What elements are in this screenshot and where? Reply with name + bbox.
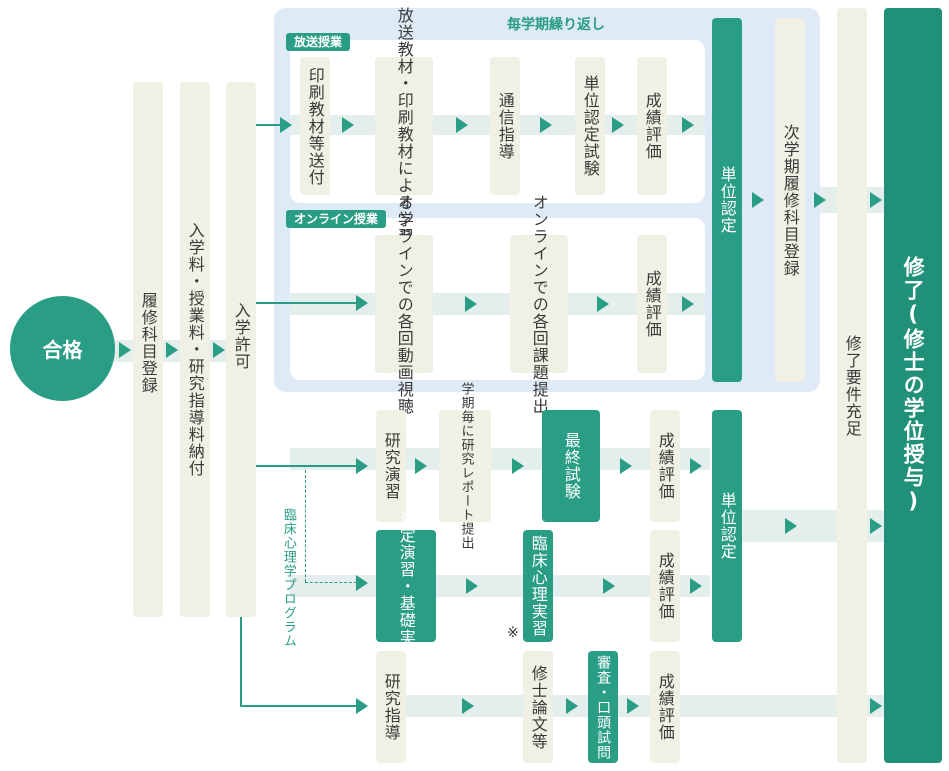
research-step-4: 成績評価: [650, 410, 680, 522]
thesis-step-4: 成績評価: [650, 651, 680, 763]
arrow-icon: [690, 458, 702, 474]
arrow-icon: [213, 342, 225, 358]
step-kyoka: 入学許可: [226, 82, 256, 617]
start-circle: 合格: [10, 296, 115, 401]
arrow-icon: [462, 698, 474, 714]
final-box: 修了(修士の学位授与): [884, 8, 942, 763]
thesis-step-3: 審査・口頭試問: [588, 651, 618, 763]
arrow-icon: [612, 117, 624, 133]
thesis-step-2: 修士論文等: [523, 651, 553, 763]
clinical-step-3: 成績評価: [650, 530, 680, 642]
online-step-3: 成績評価: [637, 235, 667, 373]
step-rishu: 履修科目登録: [133, 82, 163, 617]
arrow-icon: [682, 117, 694, 133]
arrow-icon: [540, 117, 552, 133]
arrow-icon: [597, 296, 609, 312]
next-term: 次学期履修科目登録: [775, 18, 805, 382]
research-step-2: 学期毎に研究レポート提出: [439, 382, 491, 550]
arrow-icon: [342, 117, 354, 133]
arrow-icon: [690, 578, 702, 594]
arrow-icon: [280, 117, 292, 133]
online-step-2: オンラインでの各回課題提出: [510, 194, 568, 415]
thesis-step-1: 研究指導: [376, 651, 406, 763]
repeat-panel-title: 毎学期繰り返し: [507, 17, 605, 33]
arrow-icon: [119, 342, 131, 358]
broadcast-step-2: 放送教材・印刷教材による学習: [375, 7, 433, 245]
arrow-icon: [603, 578, 615, 594]
arrow-icon: [870, 192, 882, 208]
online-step-1: オンラインでの各回動画視聴: [375, 194, 433, 415]
broadcast-step-5: 成績評価: [637, 57, 667, 195]
broadcast-step-3: 通信指導: [490, 57, 520, 195]
step-nogyu-label: 入学料・授業料・研究指導料納付: [185, 222, 205, 477]
arrow-icon: [785, 518, 797, 534]
research-step-1: 研究演習: [376, 410, 406, 522]
arrow-icon: [466, 578, 478, 594]
arrow-icon: [870, 698, 882, 714]
step-nogyu: 入学料・授業料・研究指導料納付: [180, 82, 210, 617]
online-tag: オンライン授業: [286, 210, 387, 228]
arrow-icon: [465, 296, 477, 312]
arrow-icon: [870, 518, 882, 534]
arrow-icon: [356, 295, 368, 311]
arrow-icon: [356, 698, 368, 714]
tani-nintei-2: 単位認定: [712, 410, 742, 642]
arrow-icon: [356, 575, 368, 591]
arrow-icon: [512, 458, 524, 474]
arrow-icon: [682, 296, 694, 312]
start-label: 合格: [42, 338, 83, 362]
arrow-icon: [814, 192, 826, 208]
shuryo-yoken: 修了要件充足: [837, 8, 867, 763]
arrow-icon: [627, 698, 639, 714]
clinical-step-1: 査定演習・基礎実習: [376, 510, 436, 663]
research-step-3: 最終試験: [542, 410, 600, 522]
arrow-icon: [356, 458, 368, 474]
arrow-icon: [566, 698, 578, 714]
step-kyoka-label: 入学許可: [231, 302, 251, 370]
tani-nintei-1: 単位認定: [712, 18, 742, 382]
arrow-icon: [456, 117, 468, 133]
clinical-step-2: 臨床心理実習: [523, 530, 553, 642]
arrow-icon: [166, 342, 178, 358]
clinical-label: 臨床心理学プログラム: [280, 508, 296, 648]
arrow-icon: [752, 192, 764, 208]
arrow-icon: [620, 458, 632, 474]
arrow-icon: [415, 458, 427, 474]
broadcast-tag: 放送授業: [286, 33, 351, 51]
broadcast-step-1: 印刷教材等送付: [300, 57, 330, 195]
broadcast-step-4: 単位認定試験: [575, 57, 605, 195]
clinical-note: ※: [507, 625, 519, 641]
step-rishu-label: 履修科目登録: [138, 292, 158, 394]
